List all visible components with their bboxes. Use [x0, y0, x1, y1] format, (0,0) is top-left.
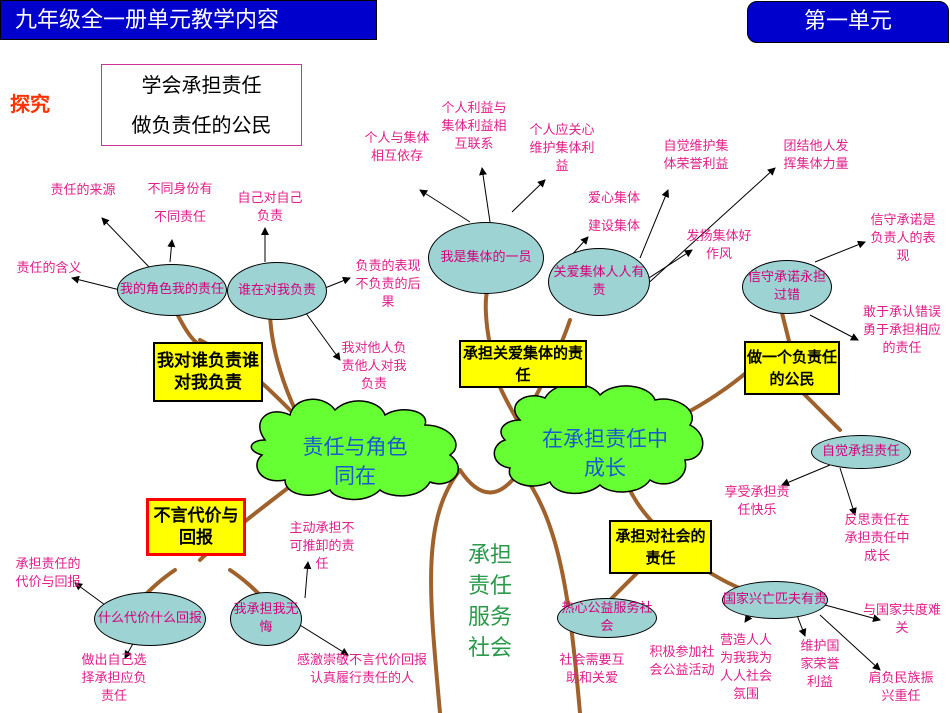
label-love-collective: 爱心集体 [587, 191, 640, 206]
explore-label: 探究 [10, 92, 50, 116]
label-care-interest: 个人应关心维护集体利益 [529, 123, 595, 174]
box-citizen: 做一个负责任的公民 [744, 341, 840, 395]
label-meaning: 责任的含义 [16, 261, 82, 276]
ellipse-who-for-me: 谁在对我负责 [227, 262, 327, 320]
box-no-words: 不言代价与回报 [146, 498, 246, 556]
arrows [71, 167, 881, 671]
label-build-collective: 建设集体 [587, 219, 640, 234]
topic-line-2: 做负责任的公民 [131, 113, 272, 137]
label-carry-forward: 发扬集体好作风 [686, 229, 752, 262]
label-admit-error: 敢于承认错误勇于承担相应的责任 [862, 305, 941, 356]
label-unite: 团结他人发挥集体力量 [783, 139, 849, 172]
label-interdependent: 个人与集体相互依存 [364, 131, 430, 164]
label-mission: 肩负民族振兴重任 [868, 671, 934, 704]
box-collective: 承担关爱集体的责任 [459, 340, 587, 388]
ellipse-self-aware: 自觉承担责任 [811, 435, 911, 469]
label-price-return: 承担责任的代价与回报 [15, 557, 81, 590]
ellipse-my-role: 我的角色我的责任 [117, 264, 227, 316]
label-me-for-others: 我对他人负责他人对我负责 [341, 341, 407, 392]
topic-line-1: 学会承担责任 [141, 73, 262, 97]
label-honor-country: 维护国家荣誉利益 [800, 639, 840, 690]
label-everyone: 营造人人为我我为人人社会氛围 [719, 633, 772, 702]
topic-box: 学会承担责任 做负责任的公民 [101, 64, 302, 146]
cloud-right-text: 在承担责任中成长 [542, 427, 668, 480]
ellipse-nation: 国家兴亡匹夫有责 [722, 581, 828, 619]
label-proactive: 主动承担不可推卸的责任 [289, 521, 355, 572]
label-source: 责任的来源 [50, 183, 116, 198]
ellipse-care-collective: 关爱集体人人有责 [548, 248, 650, 316]
label-choose: 做出自己选择承担应负责任 [81, 653, 147, 704]
label-performance: 负责的表现不负责的后果 [355, 259, 421, 310]
ellipse-promise: 信守承诺永担过错 [742, 260, 832, 314]
label-keep-promise: 信守承诺是负责人的表现 [870, 213, 936, 264]
unit-badge: 第一单元 [747, 1, 949, 43]
box-society: 承担对社会的责任 [609, 520, 712, 574]
cloud-left-text: 责任与角色同在 [302, 435, 408, 488]
box-who-responsible: 我对谁负责谁对我负责 [153, 342, 263, 402]
page-title: 九年级全一册单元教学内容 [0, 0, 377, 40]
label-participate: 积极参加社会公益活动 [649, 645, 715, 678]
label-hardship: 与国家共度难关 [862, 603, 941, 636]
label-honor: 自觉维护集体荣誉利益 [663, 139, 729, 172]
label-identity: 不同身份有不同责任 [147, 182, 213, 225]
ellipse-no-regret: 我承担我无悔 [230, 592, 302, 646]
cloud-right-shape [493, 383, 704, 494]
trunk-text: 承担责任服务社会 [467, 543, 512, 661]
label-mutual-help: 社会需要互助和关爱 [559, 653, 625, 686]
label-reflect: 反思责任在承担责任中成长 [844, 513, 910, 564]
cloud-left-shape [250, 398, 459, 501]
ellipse-member: 我是集体的一员 [428, 222, 544, 294]
label-admire: 感激崇敬不言代价回报认真履行责任的人 [296, 653, 427, 686]
label-self-duty: 自己对自己负责 [237, 191, 303, 224]
ellipse-cost: 什么代价什么回报 [94, 592, 206, 646]
label-interest-link: 个人利益与集体利益相互联系 [441, 101, 507, 152]
ellipse-public-good: 热心公益服务社会 [557, 598, 657, 638]
label-enjoy: 享受承担责任快乐 [724, 485, 790, 518]
